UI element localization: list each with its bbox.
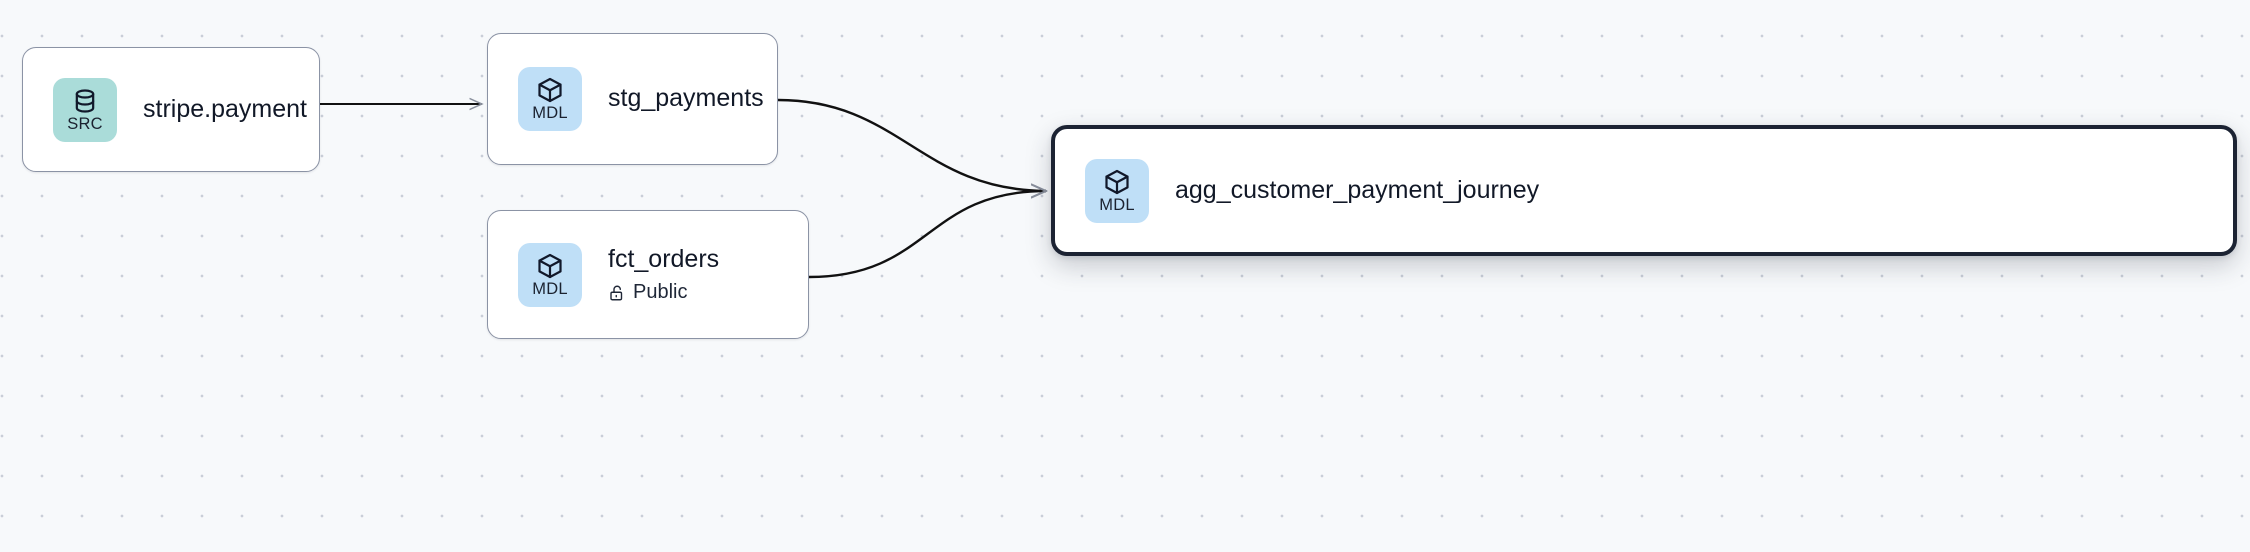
lineage-node-fct-orders[interactable]: MDL fct_orders Public [487, 210, 809, 339]
cube-icon [536, 252, 564, 280]
edge-stg-payments-to-agg [777, 98, 1046, 191]
model-type-badge: MDL [518, 67, 582, 131]
node-title: fct_orders [608, 244, 720, 273]
lineage-node-stripe-payment[interactable]: SRC stripe.payment [22, 47, 320, 172]
edge-fct-orders-to-agg [808, 191, 1046, 279]
cube-icon [536, 76, 564, 104]
model-type-badge: MDL [1085, 158, 1149, 223]
source-type-badge: SRC [53, 77, 117, 142]
lineage-node-agg-customer-payment-journey[interactable]: MDL agg_customer_payment_journey [1051, 125, 2237, 256]
model-type-label: MDL [532, 279, 568, 298]
model-type-badge: MDL [518, 242, 582, 307]
node-title: stripe.payment [143, 94, 307, 123]
node-title: agg_customer_payment_journey [1175, 175, 1540, 204]
node-visibility-label: Public [633, 281, 688, 304]
model-type-label: MDL [1099, 195, 1135, 214]
lineage-node-stg-payments[interactable]: MDL stg_payments [487, 33, 778, 165]
database-icon [71, 87, 99, 115]
unlock-icon [608, 284, 626, 302]
source-type-label: SRC [67, 114, 103, 133]
cube-icon [1103, 168, 1131, 196]
node-visibility: Public [608, 281, 719, 304]
node-title: stg_payments [608, 84, 764, 113]
model-type-label: MDL [532, 104, 568, 123]
